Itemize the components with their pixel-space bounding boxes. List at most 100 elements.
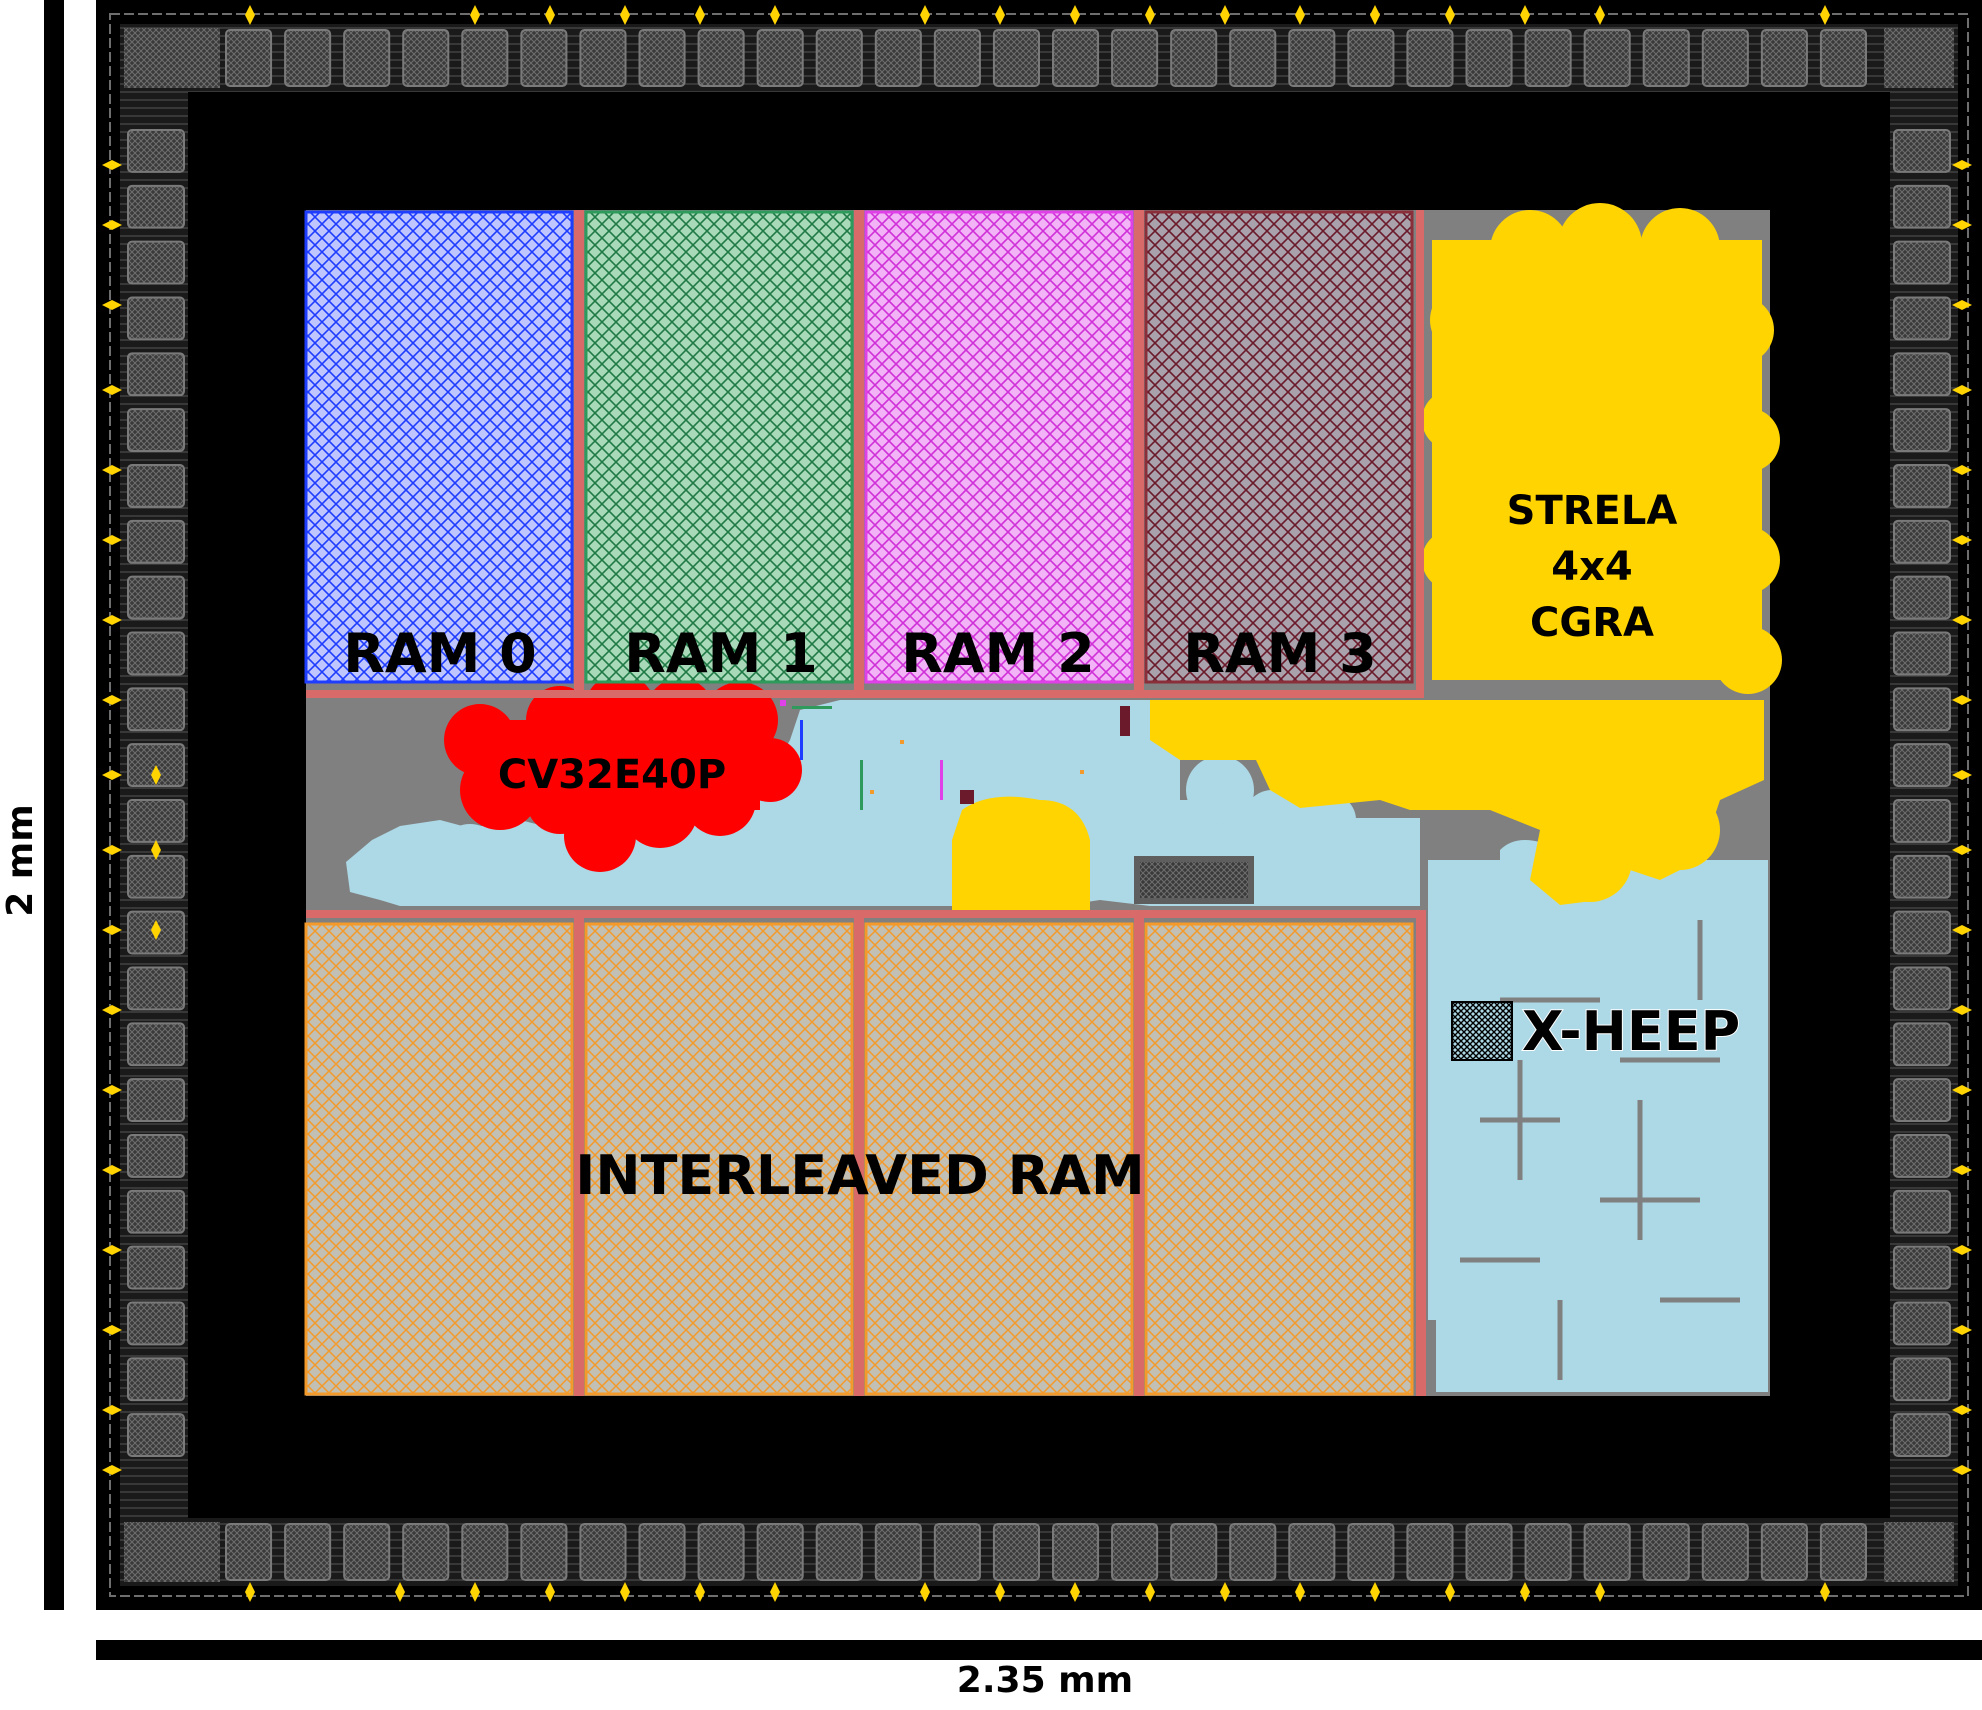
pad-marker	[102, 1165, 122, 1175]
io-pad	[1893, 854, 1951, 899]
pad-marker	[151, 840, 161, 860]
io-pad	[127, 352, 185, 397]
io-pad	[225, 29, 273, 87]
pad-marker	[102, 300, 122, 310]
pad-marker	[1070, 1582, 1080, 1602]
pad-marker	[545, 5, 555, 25]
cpu-label: CV32E40P	[498, 752, 726, 798]
io-pad	[520, 29, 568, 87]
pad-marker	[1952, 385, 1972, 395]
pad-marker	[1952, 1245, 1972, 1255]
io-pad	[127, 519, 185, 564]
pad-marker	[1952, 1085, 1972, 1095]
power-stripe-lower	[306, 910, 1426, 918]
power-stripe-xheep	[1416, 918, 1426, 1396]
io-pad	[1893, 575, 1951, 620]
width-dimension-text: 2.35 mm	[956, 1660, 1134, 1701]
pad-marker	[920, 1582, 930, 1602]
io-pad	[638, 1523, 686, 1581]
io-pad	[1893, 1189, 1951, 1234]
io-pad	[756, 29, 804, 87]
io-pad	[1229, 1523, 1277, 1581]
corner-cell	[1884, 28, 1954, 88]
io-pad	[1111, 29, 1159, 87]
pad-marker	[1952, 925, 1972, 935]
io-pad	[127, 966, 185, 1011]
io-pad	[1465, 1523, 1513, 1581]
io-pad	[1893, 1357, 1951, 1402]
pad-marker	[1952, 1465, 1972, 1475]
io-pad	[1524, 29, 1572, 87]
io-pad	[127, 631, 185, 676]
io-pad	[461, 1523, 509, 1581]
io-pad	[697, 1523, 745, 1581]
ram-column-separators	[574, 210, 1144, 1396]
cgra-region	[952, 203, 1782, 910]
io-pad	[284, 1523, 332, 1581]
io-pad	[1893, 464, 1951, 508]
io-pad	[1465, 29, 1513, 87]
corner-cell	[1884, 1522, 1954, 1582]
io-pad	[1893, 1413, 1951, 1457]
pad-marker	[1145, 5, 1155, 25]
io-pad	[756, 1523, 804, 1581]
io-pad	[1893, 408, 1951, 452]
pad-marker	[102, 465, 122, 475]
pad-marker	[102, 695, 122, 705]
io-pad	[1052, 1523, 1100, 1581]
pad-marker	[1952, 770, 1972, 780]
io-pad	[127, 575, 185, 620]
pad-marker	[695, 5, 705, 25]
interleaved-ram-bank-0	[304, 922, 574, 1396]
pad-marker	[1820, 1582, 1830, 1602]
pad-marker	[245, 5, 255, 25]
pad-marker	[1295, 5, 1305, 25]
io-pad	[1893, 1245, 1951, 1290]
ram0-block	[304, 210, 574, 684]
cpu-region	[444, 674, 802, 872]
width-dimension-label: 2.35 mm	[0, 1660, 1982, 1701]
io-pad	[461, 29, 509, 87]
pad-marker	[102, 615, 122, 625]
pad-marker	[1952, 695, 1972, 705]
ram1-block	[584, 210, 854, 684]
xheep-logo-icon	[1451, 1001, 1513, 1061]
pad-marker	[770, 1582, 780, 1602]
io-pad	[1893, 240, 1951, 285]
pad-marker	[1952, 300, 1972, 310]
ram0-label: RAM 0	[343, 622, 536, 685]
io-pad	[284, 29, 332, 87]
pad-marker	[151, 920, 161, 940]
power-stripe-cgra	[1416, 210, 1424, 698]
pad-marker	[102, 220, 122, 230]
pad-marker	[1952, 1005, 1972, 1015]
height-dimension-bar	[44, 0, 64, 1610]
power-stripe-upper	[306, 690, 1416, 698]
io-pad	[127, 854, 185, 899]
pad-marker	[1952, 615, 1972, 625]
io-pad	[402, 1523, 450, 1581]
io-pad	[127, 129, 185, 173]
io-pad	[1583, 1523, 1631, 1581]
mixed-cell-texture	[1140, 862, 1248, 898]
io-pads-top	[124, 28, 1954, 88]
io-pad	[1760, 29, 1808, 87]
pad-marker	[1370, 1582, 1380, 1602]
io-pad	[1347, 1523, 1395, 1581]
io-pad	[1893, 799, 1951, 843]
pad-marker	[470, 1582, 480, 1602]
io-pad	[874, 29, 922, 87]
io-pad	[127, 464, 185, 508]
io-pad	[874, 1523, 922, 1581]
pad-marker	[1952, 465, 1972, 475]
height-dimension-label: 2 mm	[0, 804, 41, 917]
pad-marker	[102, 1465, 122, 1475]
pad-marker	[620, 1582, 630, 1602]
io-pad	[1701, 29, 1749, 87]
io-pad	[697, 29, 745, 87]
width-dimension-bar	[96, 1640, 1982, 1660]
pad-marker	[1445, 5, 1455, 25]
io-pad	[520, 1523, 568, 1581]
io-pad	[225, 1523, 273, 1581]
pad-marker	[470, 5, 480, 25]
